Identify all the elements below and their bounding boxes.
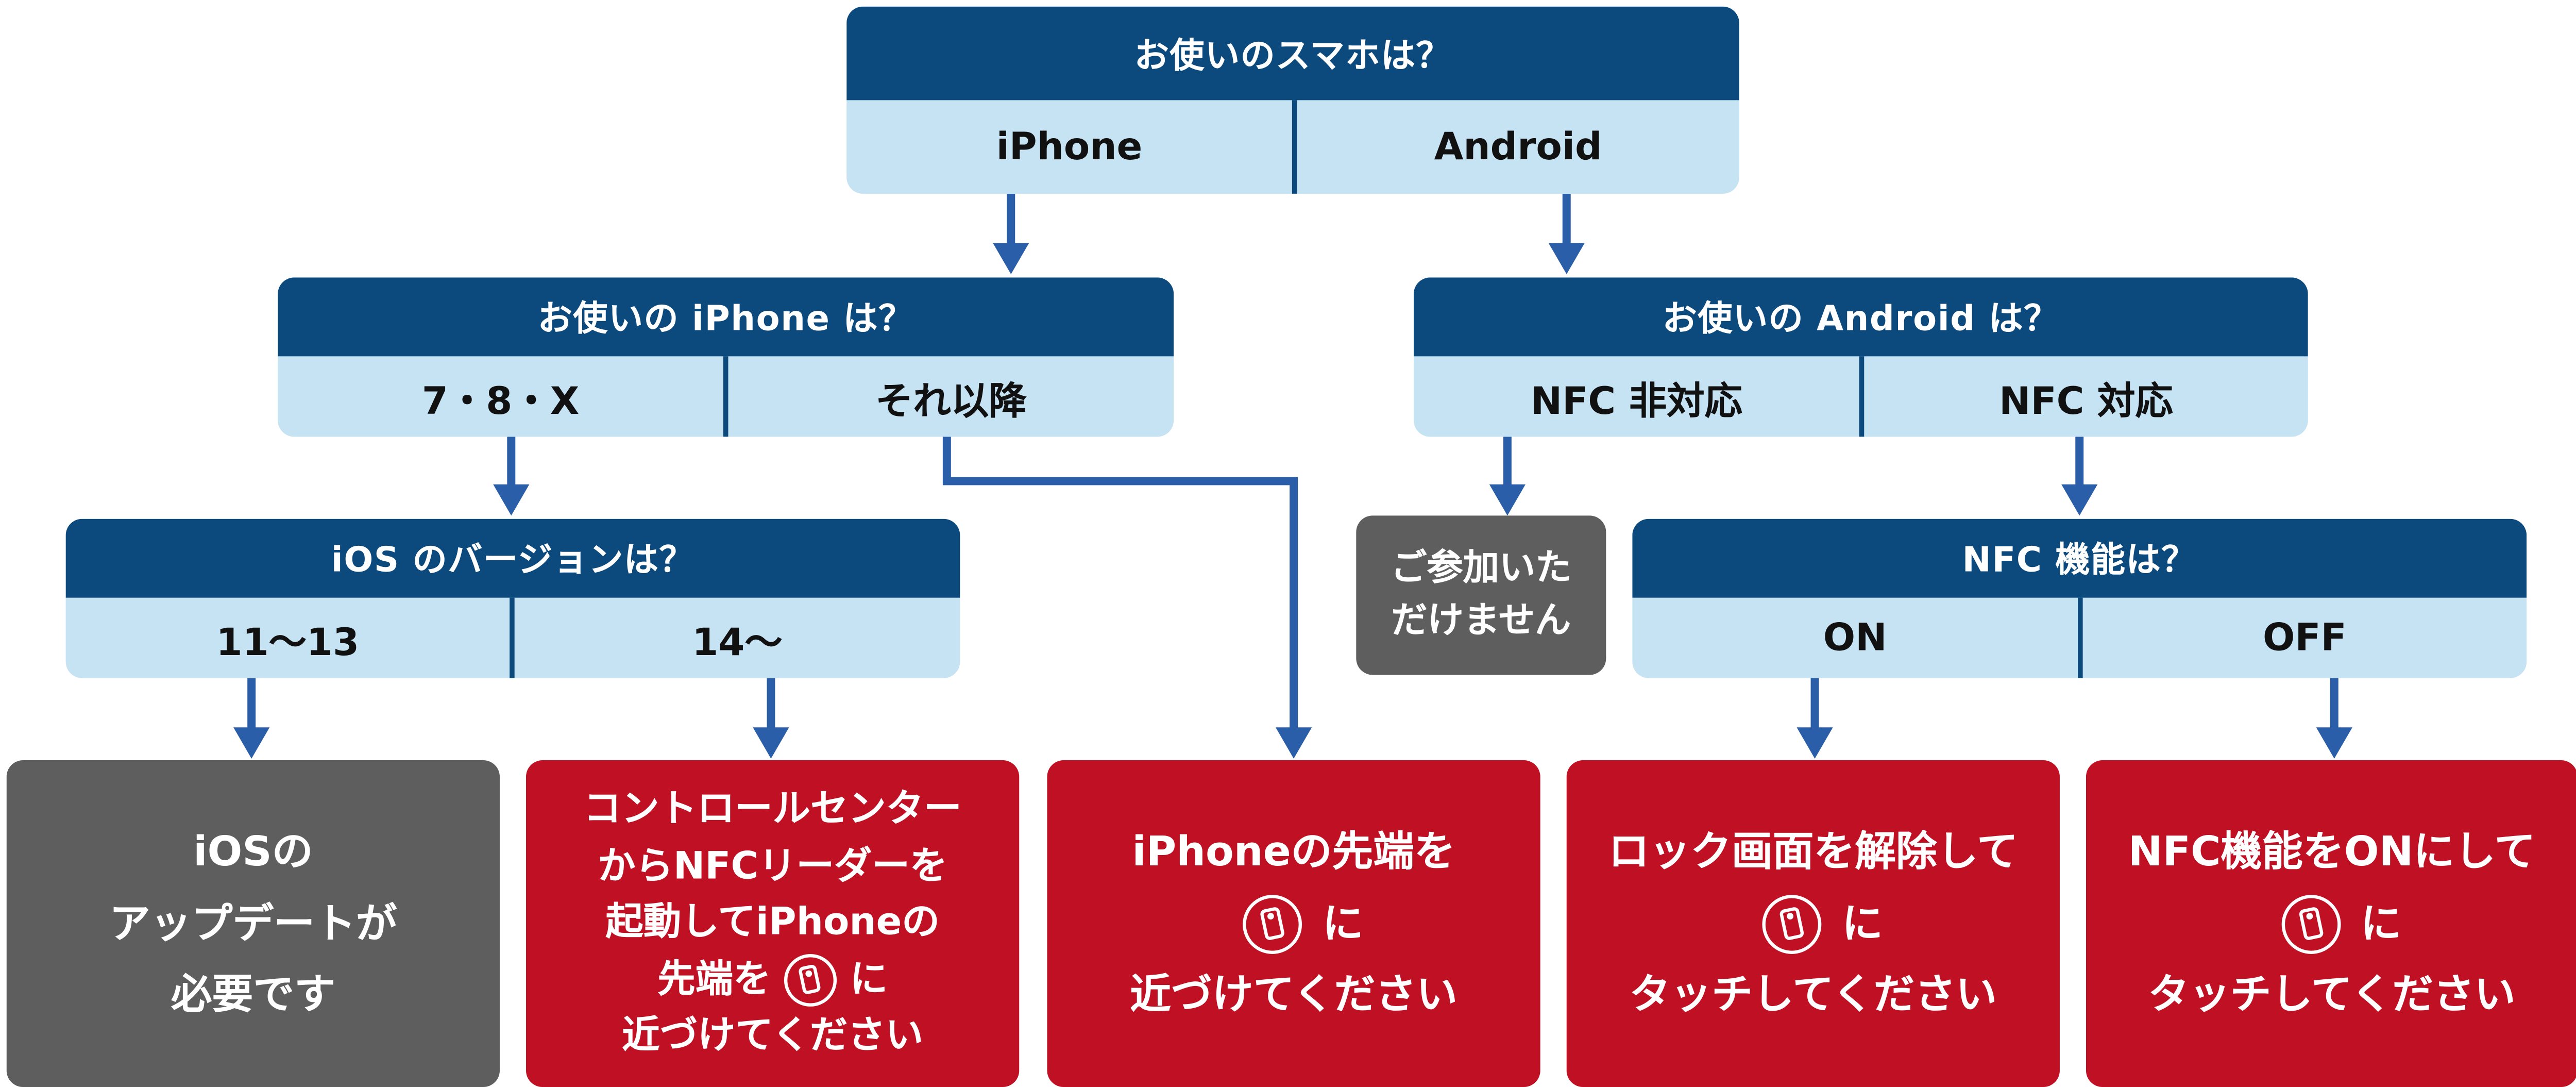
result-text-with-icon: に: [1224, 888, 1364, 959]
result-text: コントロールセンター: [583, 788, 962, 831]
result-text: ロック画面を解除して: [1608, 827, 2018, 875]
question-iphone: お使いの iPhone は？ 7・8・X それ以降: [278, 277, 1174, 437]
arrowhead: [1797, 727, 1833, 759]
result-text: 先端を: [657, 958, 771, 1001]
option-divider: [1292, 100, 1297, 194]
arrowhead: [233, 727, 270, 759]
result-text: に: [2360, 899, 2402, 947]
question-ios-version: iOS のバージョンは？ 11〜13 14〜: [65, 519, 960, 678]
arrowhead: [1548, 243, 1585, 275]
nfc-phone-icon: [2281, 894, 2341, 954]
option-android[interactable]: Android: [1434, 125, 1602, 169]
result-text: 近づけてください: [622, 1015, 924, 1058]
result-text: に: [1842, 899, 1883, 947]
result-text: iOSの: [193, 827, 313, 875]
nfc-phone-icon: [1762, 894, 1822, 954]
result-text-with-icon: に: [1743, 888, 1883, 959]
result-not-supported: ご参加いた だけません: [1356, 515, 1606, 675]
arrowhead: [1275, 727, 1312, 759]
option-divider: [510, 597, 515, 678]
result-control-center: コントロールセンター からNFCリーダーを 起動してiPhoneの 先端を に …: [526, 760, 1020, 1087]
nfc-phone-icon: [784, 954, 837, 1007]
option-divider: [723, 356, 728, 437]
result-text: タッチしてください: [1629, 971, 1997, 1019]
result-text-with-icon: に: [2262, 888, 2402, 959]
result-text: ご参加いた: [1391, 547, 1572, 589]
result-unlock: ロック画面を解除して に タッチしてください: [1566, 760, 2060, 1087]
result-update-ios: iOSの アップデートが 必要です: [6, 760, 500, 1087]
question-nfc-function: NFC 機能は？ ON OFF: [1632, 519, 2527, 678]
result-text: に: [1322, 899, 1364, 947]
result-text: iPhoneの先端を: [1132, 827, 1455, 875]
result-text: アップデートが: [109, 899, 397, 947]
arrowhead: [753, 727, 789, 759]
question-phone-title: お使いのスマホは？: [846, 6, 1739, 101]
result-text: 起動してiPhoneの: [605, 901, 940, 945]
result-text: からNFCリーダーを: [598, 845, 948, 888]
result-text: 必要です: [171, 971, 335, 1019]
option-nfc-off[interactable]: OFF: [2262, 616, 2347, 660]
arrowhead: [493, 484, 530, 516]
result-nfc-on: NFC機能をONにして に タッチしてください: [2086, 760, 2576, 1087]
option-7-8-x[interactable]: 7・8・X: [421, 380, 580, 423]
option-divider: [2078, 597, 2083, 678]
option-iphone[interactable]: iPhone: [996, 125, 1143, 169]
question-phone: お使いのスマホは？ iPhone Android: [846, 6, 1739, 194]
connector-later-iphone: [942, 437, 1298, 732]
option-ios-14[interactable]: 14〜: [692, 621, 783, 664]
result-text: NFC機能をONにして: [2128, 827, 2536, 875]
arrowhead: [2061, 484, 2098, 516]
result-text-with-icon: 先端を に: [657, 952, 888, 1009]
option-nfc-supported[interactable]: NFC 対応: [1999, 380, 2173, 423]
option-ios-11-13[interactable]: 11〜13: [216, 621, 360, 664]
option-nfc-on[interactable]: ON: [1823, 616, 1887, 660]
question-ios-title: iOS のバージョンは？: [65, 519, 960, 598]
option-nfc-unsupported[interactable]: NFC 非対応: [1530, 380, 1742, 423]
nfc-phone-icon: [1243, 894, 1303, 954]
result-text: タッチしてください: [2148, 971, 2516, 1019]
option-divider: [1859, 356, 1865, 437]
question-nfc-title: NFC 機能は？: [1632, 519, 2527, 598]
result-text: に: [850, 958, 888, 1001]
question-android: お使いの Android は？ NFC 非対応 NFC 対応: [1414, 277, 2308, 437]
option-later-models[interactable]: それ以降: [875, 380, 1027, 423]
question-android-title: お使いの Android は？: [1414, 277, 2308, 357]
arrowhead: [2316, 727, 2352, 759]
result-text: 近づけてください: [1130, 971, 1458, 1019]
result-iphone-tip: iPhoneの先端を に 近づけてください: [1047, 760, 1540, 1087]
arrowhead: [1489, 484, 1526, 516]
question-iphone-title: お使いの iPhone は？: [278, 277, 1174, 357]
result-text: だけません: [1391, 600, 1571, 642]
arrowhead: [993, 243, 1029, 275]
